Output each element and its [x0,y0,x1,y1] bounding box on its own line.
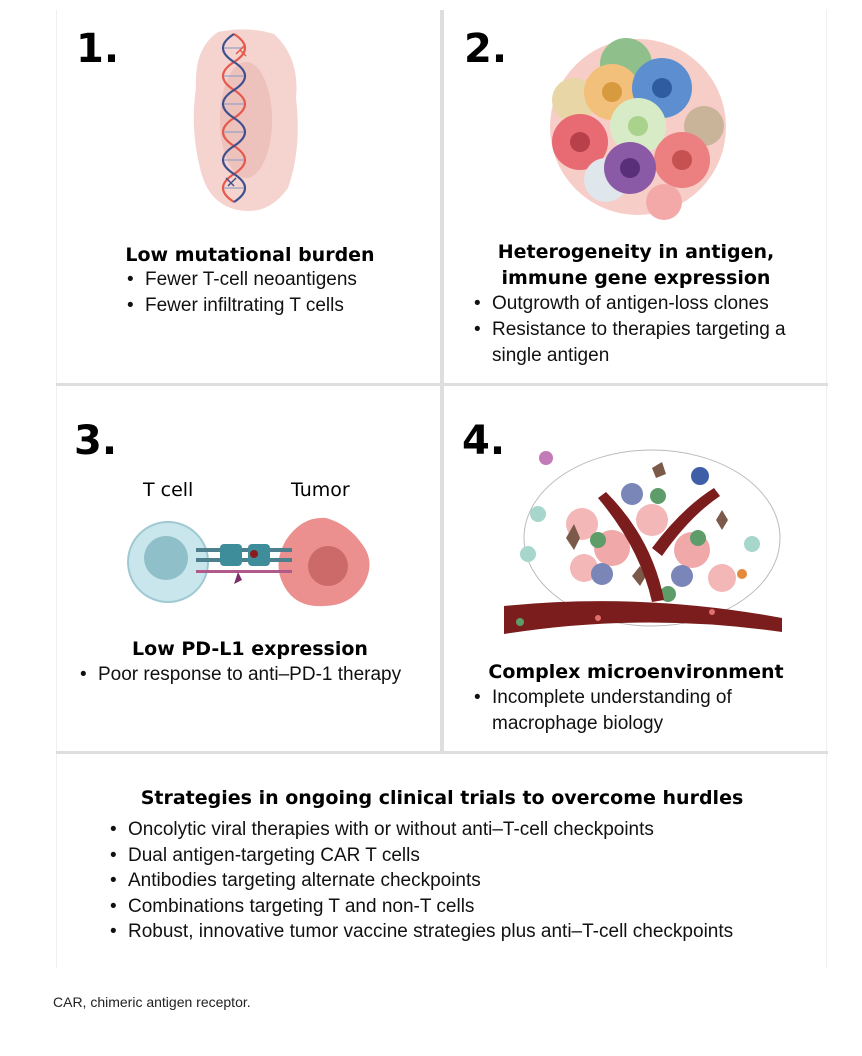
panel-3-bullets: Poor response to anti–PD-1 therapy [80,662,430,688]
bullet-item: Robust, innovative tumor vaccine strateg… [110,919,810,945]
horizontal-divider-bottom [56,751,828,754]
dna-cell-illustration [193,29,298,212]
panel-1-bullets: Fewer T-cell neoantigens Fewer infiltrat… [127,267,427,319]
bullet-item: Dual antigen-targeting CAR T cells [110,843,810,869]
strategies-title: Strategies in ongoing clinical trials to… [140,787,744,809]
horizontal-divider-top [56,383,828,386]
footnote: CAR, chimeric antigen receptor. [53,994,251,1010]
panel-2-number: 2. [464,26,508,72]
tumor-microenvironment-illustration [504,449,782,634]
panel-2-title-line-2: immune gene expression [501,267,771,289]
bullet-item: Resistance to therapies targeting a sing… [474,317,794,369]
frame-left-border [56,10,57,968]
bullet-item: Fewer infiltrating T cells [127,293,427,319]
bullet-item: Outgrowth of antigen-loss clones [474,291,794,317]
frame-right-border [826,10,827,968]
bullet-item: Incomplete understanding of macrophage b… [474,685,794,737]
panel-1-number: 1. [76,26,120,72]
panel-2-title: Heterogeneity in antigen, immune gene ex… [444,239,828,291]
panel-3-number: 3. [74,418,118,464]
panel-1-title: Low mutational burden [125,244,375,266]
strategies-bullets: Oncolytic viral therapies with or withou… [110,817,810,945]
panel-4-bullets: Incomplete understanding of macrophage b… [474,685,794,737]
bullet-item: Antibodies targeting alternate checkpoin… [110,868,810,894]
bullet-item: Fewer T-cell neoantigens [127,267,427,293]
panel-2-bullets: Outgrowth of antigen-loss clones Resista… [474,291,794,369]
panel-4-number: 4. [462,418,506,464]
vertical-divider [440,10,444,752]
tcell-label: T cell [143,479,194,501]
bullet-item: Combinations targeting T and non-T cells [110,894,810,920]
tumor-label: Tumor [291,479,350,501]
heterogeneous-tumor-illustration [550,38,726,220]
bullet-item: Poor response to anti–PD-1 therapy [80,662,430,688]
tcell-tumor-interaction-illustration [127,517,370,607]
bullet-item: Oncolytic viral therapies with or withou… [110,817,810,843]
panel-2-title-line-1: Heterogeneity in antigen, [497,241,775,263]
panel-4-title: Complex microenvironment [488,661,784,683]
panel-3-title: Low PD-L1 expression [132,638,368,660]
